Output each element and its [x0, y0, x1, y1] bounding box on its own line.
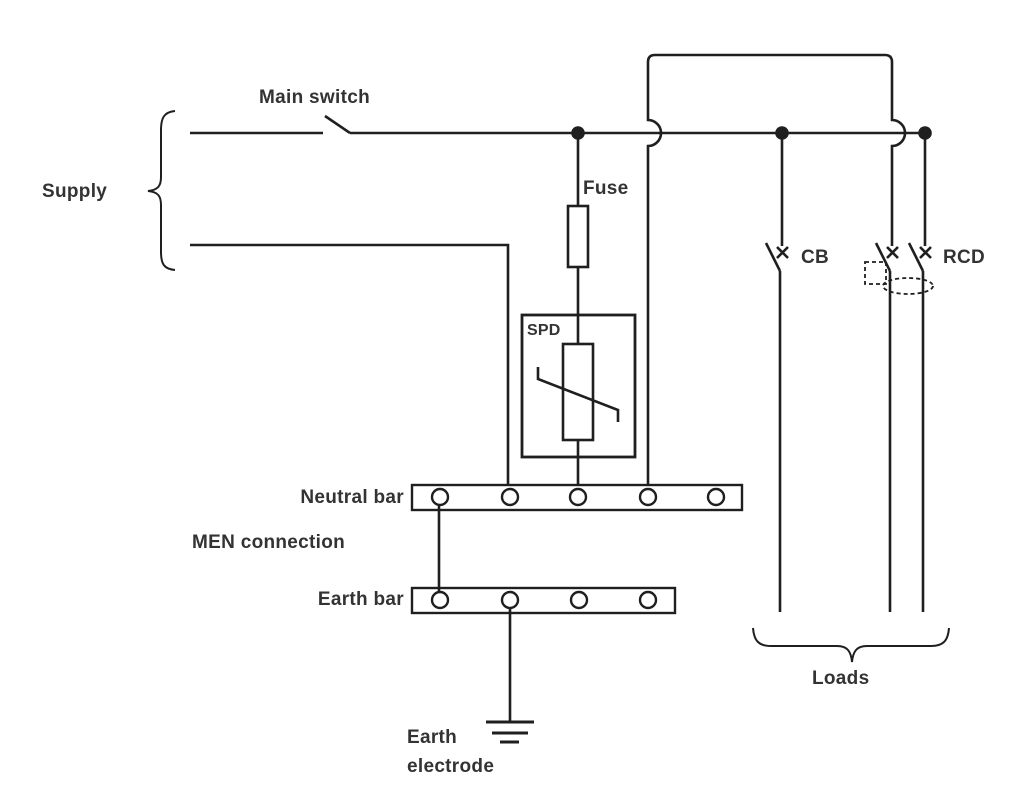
spd-varistor: [561, 342, 595, 442]
main-switch-symbol: [324, 114, 351, 135]
cb-label: CB: [801, 247, 830, 268]
spd-label: SPD: [527, 322, 561, 339]
rcd-label: RCD: [943, 247, 986, 268]
supply-brace: [147, 110, 176, 271]
men-connection-label: MEN connection: [192, 532, 346, 553]
earth-bar-symbol: [410, 586, 677, 615]
neutral-bar-label: Neutral bar: [300, 487, 404, 508]
neutral-bar-symbol: [410, 483, 744, 512]
rcd-trip-box: [864, 261, 887, 285]
cb-symbol: [764, 133, 789, 612]
supply-label: Supply: [42, 181, 108, 202]
fuse-symbol: [566, 133, 590, 344]
spd-symbol: [520, 313, 637, 485]
neutral-loop-to-rcd: [646, 53, 907, 485]
earth-bar-label: Earth bar: [317, 589, 404, 610]
spd-varistor-slash: [536, 367, 620, 422]
loads-label: Loads: [812, 668, 870, 689]
earth-electrode-symbol: [486, 608, 534, 744]
fuse-label: Fuse: [583, 178, 629, 199]
loads-brace: [752, 627, 950, 663]
rcd-symbol: [864, 133, 934, 612]
neutral-conductor: [190, 243, 510, 485]
earth-electrode-label: Earth electrode: [407, 727, 495, 777]
main-switch-label: Main switch: [259, 87, 370, 108]
rcd-toroid: [882, 277, 934, 295]
